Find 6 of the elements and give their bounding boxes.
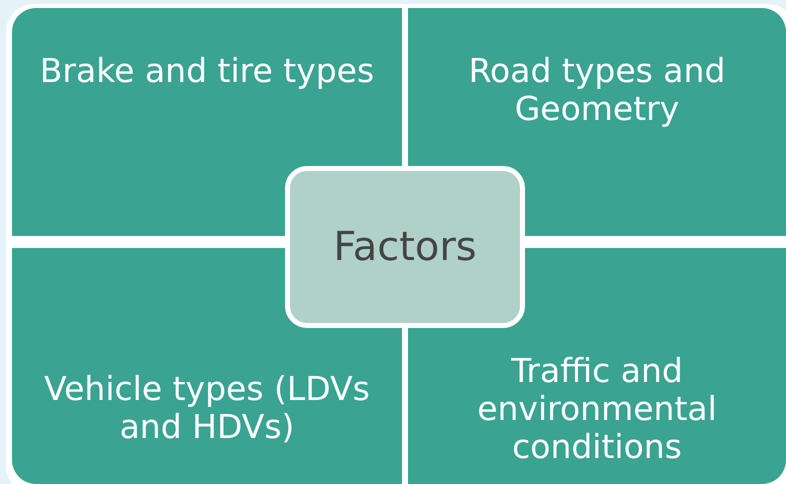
center-label: Factors [333, 224, 477, 270]
quadrant-label: Brake and tire types [40, 52, 374, 90]
quadrant-label: Vehicle types (LDVs and HDVs) [43, 370, 371, 446]
quadrant-label: Traffic and environmental conditions [476, 352, 718, 466]
center-box [285, 166, 525, 328]
quadrant-label: Road types and Geometry [468, 52, 726, 128]
